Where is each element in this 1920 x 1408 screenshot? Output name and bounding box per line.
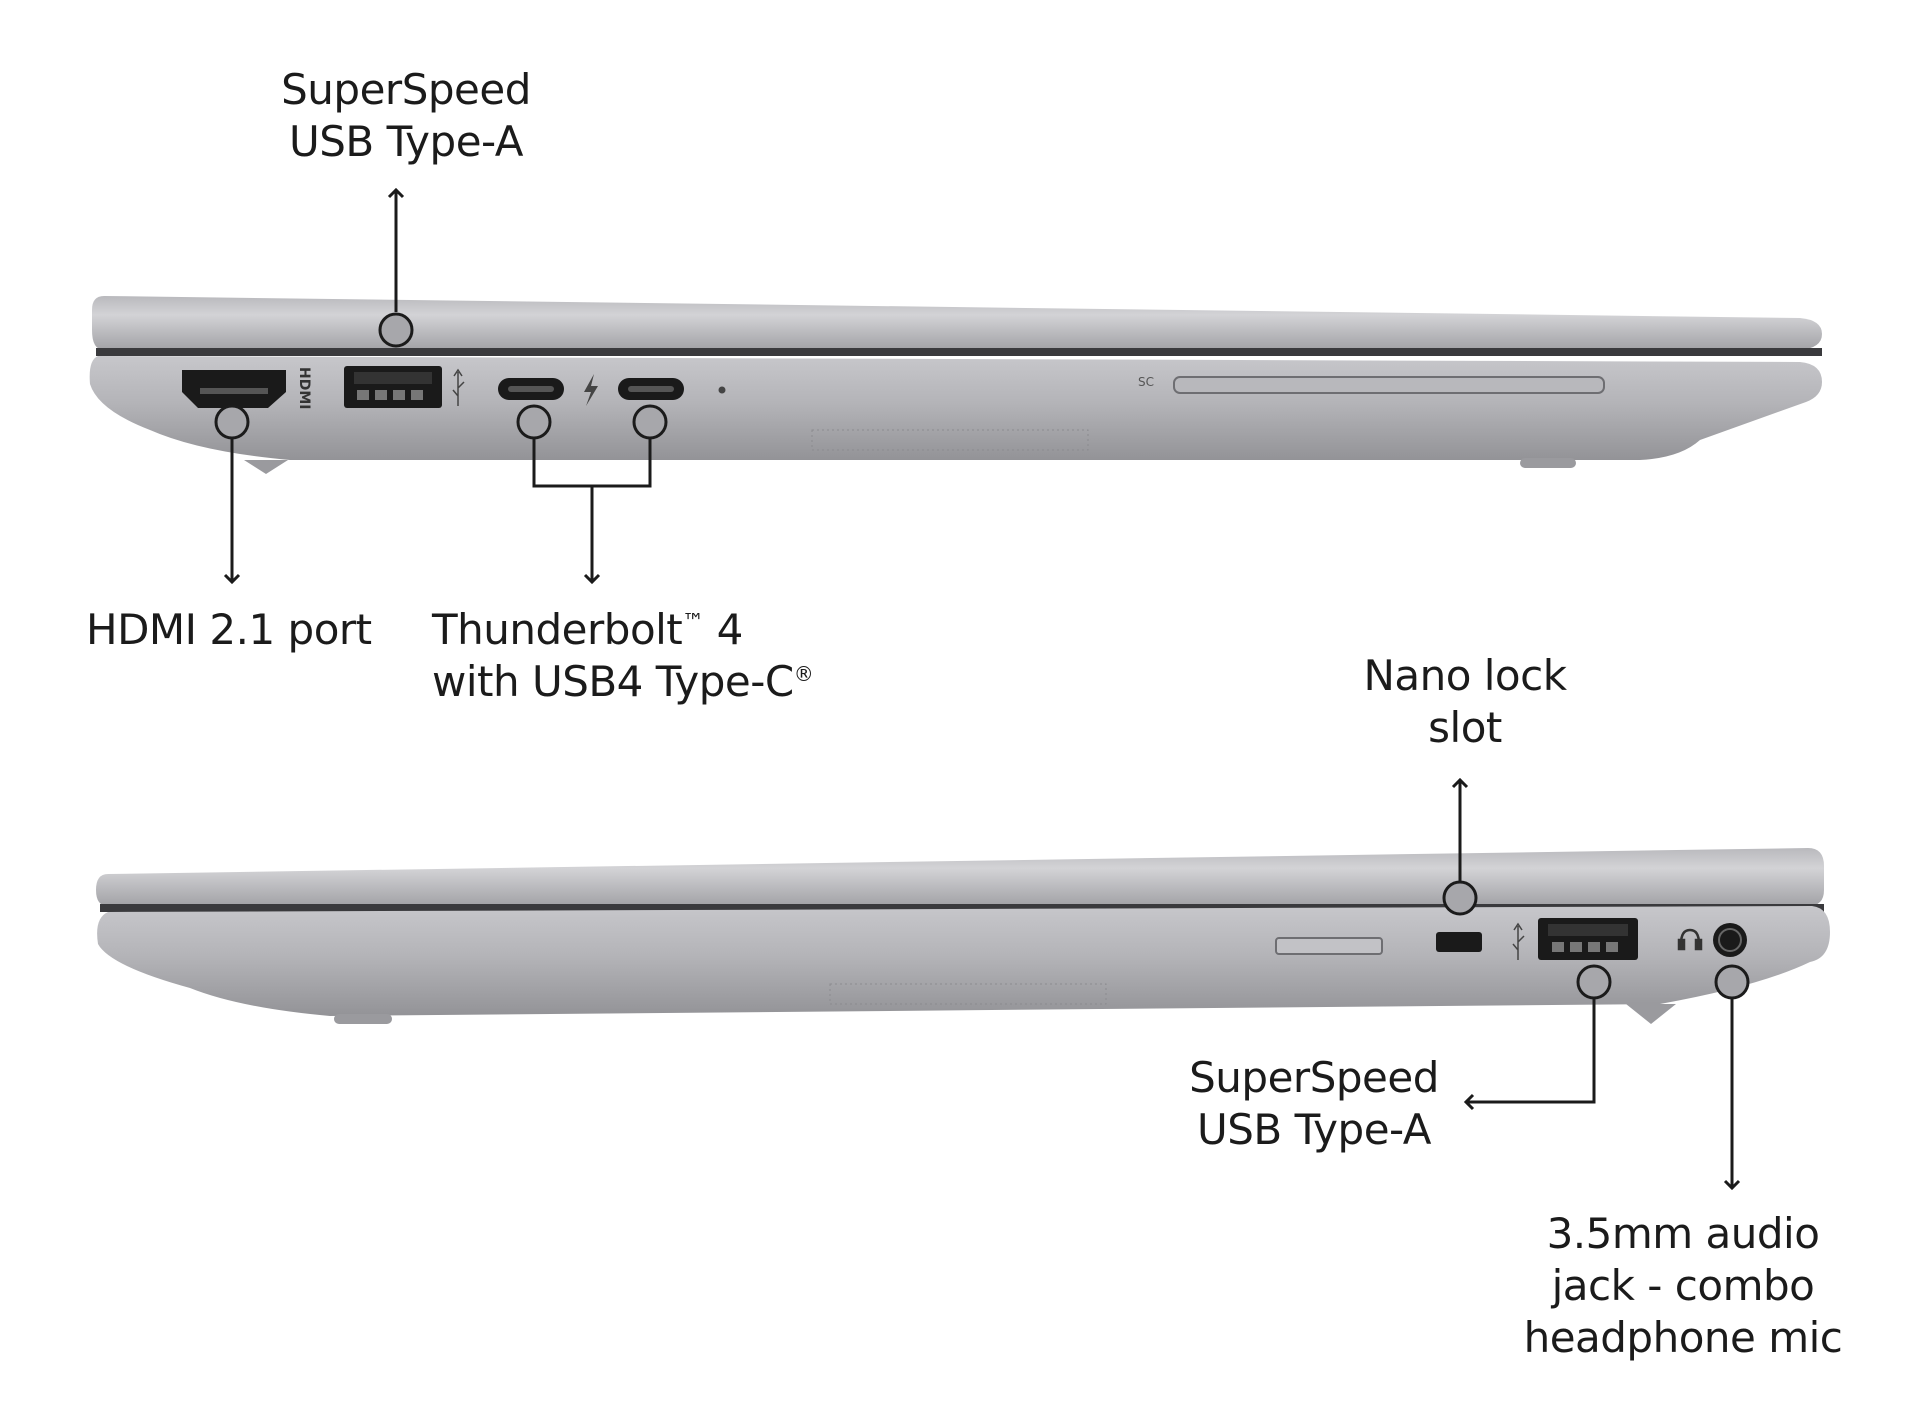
laptop-left-side: HDMI SC xyxy=(89,296,1823,474)
usb-c-port-inner xyxy=(508,386,554,392)
label-nano-lock-line1: Nano lock xyxy=(1363,651,1567,700)
usb-a-tongue xyxy=(354,372,432,384)
headphone-icon xyxy=(1677,928,1703,951)
foot-right-2 xyxy=(1626,1004,1676,1024)
superspeed-usb-icon xyxy=(452,368,465,406)
smart-card-slot xyxy=(1173,376,1605,394)
label-thunderbolt-line1: Thunderbolt™ 4 xyxy=(432,605,743,654)
foot-left-1 xyxy=(244,460,288,474)
thunderbolt-icon xyxy=(584,374,598,406)
hinge-gap-right xyxy=(100,904,1824,912)
label-thunderbolt: Thunderbolt™ 4 with USB4 Type-C® xyxy=(432,604,814,708)
label-hdmi: HDMI 2.1 port xyxy=(86,605,372,654)
led-indicator xyxy=(718,386,726,394)
usb-c-port-inner-2 xyxy=(628,386,674,392)
lock-slot-icon xyxy=(1436,932,1482,952)
callout-lines xyxy=(223,187,1741,1191)
label-nano-lock: Nano lock slot xyxy=(1320,650,1610,754)
label-audio-jack-line3: headphone mic xyxy=(1523,1313,1843,1362)
laptop-right-side xyxy=(96,848,1831,1024)
label-usb-a-top-line2: USB Type-A xyxy=(289,117,524,166)
label-usb-a-bottom: SuperSpeed USB Type-A xyxy=(1164,1052,1464,1156)
usb-a-pins-right xyxy=(1552,942,1618,952)
audio-jack-port xyxy=(1713,923,1747,957)
sc-label: SC xyxy=(1138,375,1154,389)
label-usb-a-bottom-line2: USB Type-A xyxy=(1197,1105,1432,1154)
lid-right xyxy=(96,848,1824,906)
dot-usb-a-top xyxy=(378,312,414,348)
hinge-gap-left xyxy=(96,348,1822,356)
callout-dots xyxy=(214,312,1750,1000)
label-thunderbolt-line2: with USB4 Type-C® xyxy=(432,657,814,706)
vent-left xyxy=(811,429,1089,451)
usb-a-pins xyxy=(357,390,423,400)
label-usb-a-bottom-line1: SuperSpeed xyxy=(1189,1053,1439,1102)
audio-jack-ring xyxy=(1718,928,1742,952)
superspeed-usb-icon-right xyxy=(1512,922,1525,960)
foot-right-1 xyxy=(334,1014,392,1024)
vent-right xyxy=(829,983,1107,1005)
base-right xyxy=(97,906,1831,1016)
dot-audio xyxy=(1714,964,1750,1000)
label-audio-jack: 3.5mm audio jack - combo headphone mic xyxy=(1508,1208,1858,1364)
dot-hdmi xyxy=(214,404,250,440)
label-audio-jack-line1: 3.5mm audio xyxy=(1546,1209,1820,1258)
hdmi-port-contacts xyxy=(200,388,268,394)
callout-usb-a-bottom-elbow xyxy=(1463,998,1596,1111)
dot-usb-a-bottom xyxy=(1576,964,1612,1000)
dot-nano-lock xyxy=(1442,880,1478,916)
dot-usb-c-2 xyxy=(632,404,668,440)
hdmi-logo-text: HDMI xyxy=(296,367,312,409)
foot-left-2 xyxy=(1520,458,1576,468)
label-usb-a-top: SuperSpeed USB Type-A xyxy=(258,64,554,168)
lid-left xyxy=(92,296,1822,350)
dot-usb-c-1 xyxy=(516,404,552,440)
sd-card-slot xyxy=(1275,937,1383,955)
label-audio-jack-line2: jack - combo xyxy=(1551,1261,1815,1310)
label-nano-lock-line2: slot xyxy=(1428,703,1502,752)
label-usb-a-top-line1: SuperSpeed xyxy=(281,65,531,114)
usb-a-tongue-right xyxy=(1548,924,1628,936)
